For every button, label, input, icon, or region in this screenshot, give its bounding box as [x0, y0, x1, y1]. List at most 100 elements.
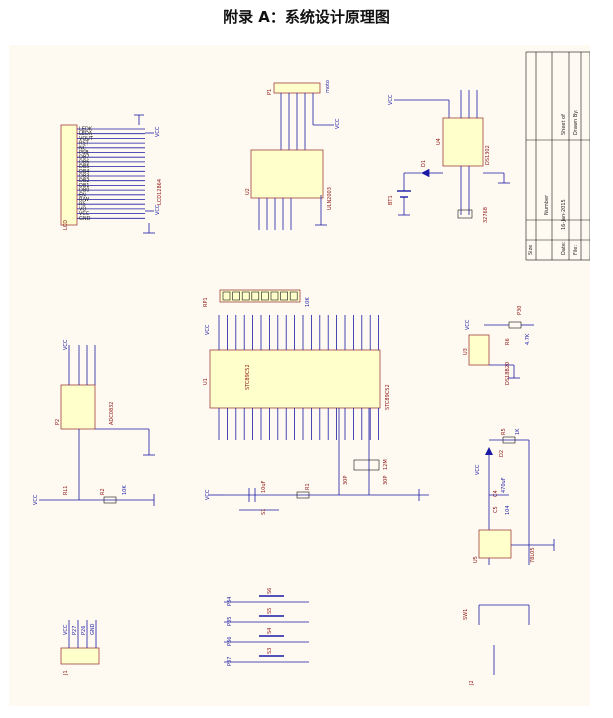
j1-pin-label: P27: [72, 626, 78, 635]
rtc-ref: U4: [436, 138, 442, 145]
key-ref: S6: [267, 588, 273, 594]
key-ref: S4: [267, 628, 273, 634]
ds18b20-ref: U3: [463, 348, 469, 355]
power-block: D2 R5 1K VCC C4 470uF C5 104 U5 78L05 SW…: [463, 428, 555, 686]
adc-rl: RL1: [63, 486, 69, 495]
mcu-reset-vcc: VCC: [205, 489, 211, 500]
power-led: D2: [499, 450, 505, 457]
tb-number: Number: [544, 194, 550, 215]
ds18b20-block: R6 4.7K P30 U3 DS18B20 VCC: [463, 306, 534, 385]
r1-label: R1: [305, 483, 311, 490]
power-cap: C4: [493, 490, 499, 497]
lcd-pin-label: DB5: [79, 164, 89, 170]
key-port-label: P35: [227, 617, 233, 626]
power-cap2-value: 104: [505, 505, 511, 515]
key-ref: S5: [267, 608, 273, 614]
tb-size: Size: [528, 245, 534, 255]
rtc-crystal: 32768: [483, 207, 489, 223]
key-port-label: P37: [227, 657, 233, 666]
schematic-sheet: Size Number Date: 16-Jan-2015 File: Shee…: [9, 45, 591, 706]
rp-cell: [261, 291, 269, 301]
adc-part: ADC0832: [109, 402, 115, 426]
adc-r-value: 10K: [122, 485, 128, 495]
ds18b20-vcc: VCC: [465, 319, 471, 330]
rp-ref: RP1: [203, 297, 209, 307]
motor-label: moto: [325, 80, 331, 93]
reg-part: 78L05: [530, 547, 536, 563]
lcd12864-block: LCD LCD12864 LEDKLEDAVOUTRSTNCPSBDB7DB6D…: [60, 114, 163, 234]
power-led-r-value: 1K: [515, 428, 521, 435]
appendix-title: 附录 A：系统设计原理图: [223, 8, 390, 26]
mcu-vcc: VCC: [205, 324, 211, 335]
ds18b20-res: R6: [505, 338, 511, 345]
rp-value: 10K: [305, 297, 311, 307]
tb-date-value: 16-Jan-2015: [561, 199, 567, 230]
c-reset: 10uF: [261, 480, 267, 493]
rp-cell: [222, 291, 231, 301]
power-cap-value: 470uF: [501, 477, 507, 493]
tb-file: File:: [573, 245, 579, 255]
lcd-pin-label: DB6: [79, 159, 89, 165]
lcd-pin-label: DB7: [79, 155, 89, 161]
lcd-pin-label: LEDK: [79, 127, 93, 133]
rp-cell: [251, 291, 260, 301]
lcd-pin-label: DB1: [79, 183, 89, 189]
lcd-pin-label: VOUT: [79, 136, 94, 142]
stc89c52-block: RP1 10K U1 STC89C52 STC89C52 VCC VCC 10u…: [203, 289, 429, 515]
lcd-pin-label: RST: [79, 141, 90, 147]
ds18b20-part: DS18B20: [505, 362, 511, 385]
key-port-label: P36: [227, 637, 233, 646]
mcu-part: STC89C52: [245, 364, 251, 390]
title-block: Size Number Date: 16-Jan-2015 File: Shee…: [525, 51, 591, 261]
lcd-ref: LCD: [63, 220, 69, 230]
mcu-ref: U1: [203, 378, 209, 385]
rp-cell: [280, 291, 288, 301]
tb-sheet: Sheet of: [561, 114, 567, 135]
j1-pin-label: GND: [90, 623, 96, 635]
lcd-pin-label: VCC: [79, 211, 90, 217]
j1-pin-label: P26: [81, 626, 87, 635]
lcd-pin-label: DB2: [79, 178, 89, 184]
c3-label: 30P: [383, 476, 389, 485]
switch-ref: SW1: [463, 609, 469, 620]
rp-cell: [232, 291, 240, 301]
uln2003-block: P1 moto VCC U2 ULN2003: [245, 80, 341, 230]
lcd-pin-label: EN: [79, 192, 86, 198]
power-led-r: R5: [501, 428, 507, 435]
lcd-pin-label: VO: [79, 206, 86, 212]
schematic-diagram: Size Number Date: 16-Jan-2015 File: Shee…: [33, 51, 591, 686]
power-vcc: VCC: [475, 464, 481, 475]
rtc-diode: D1: [421, 160, 427, 167]
key-ref: S3: [267, 648, 273, 654]
ds18b20-port: P30: [517, 306, 523, 315]
rp-cell: [270, 291, 279, 301]
power-cap2: C5: [493, 506, 499, 513]
key-port-label: P34: [227, 597, 233, 606]
uln-vcc: VCC: [335, 118, 341, 129]
lcd-pin-label: DB0: [79, 188, 89, 194]
adc-r: R2: [100, 488, 106, 495]
lcd-pin-label: DB3: [79, 174, 89, 180]
lcd-pin-label: DB4: [79, 169, 89, 175]
lcd-vcc-top: VCC: [155, 126, 161, 137]
uln-ref: U2: [245, 188, 251, 195]
uln-part: ULN2003: [327, 187, 333, 210]
rtc-vcc: VCC: [388, 94, 394, 105]
lcd-pin-label: GND: [79, 216, 91, 222]
lcd-pin-label: RS: [79, 202, 86, 208]
adc0832-block: P2 ADC0832 VCC R2 10K RL1 VCC: [33, 339, 155, 506]
rp-cell: [289, 291, 298, 301]
adc-rl-vcc: VCC: [33, 494, 39, 505]
lcd-pin-label: R/W: [79, 197, 89, 203]
s1-label: S1: [261, 509, 267, 515]
lcd-pin-label: NC: [79, 145, 87, 151]
tb-date: Date:: [561, 241, 567, 255]
ds18b20-res-value: 4.7K: [525, 333, 531, 345]
mcu-part-2: STC89C52: [385, 384, 391, 410]
usb-ref: J2: [469, 680, 475, 686]
lcd-vcc-bot: VCC: [155, 204, 161, 215]
reg-ref: U5: [473, 556, 479, 563]
lcd-pin-label: PSB: [79, 150, 89, 156]
rp-cell: [241, 291, 250, 301]
